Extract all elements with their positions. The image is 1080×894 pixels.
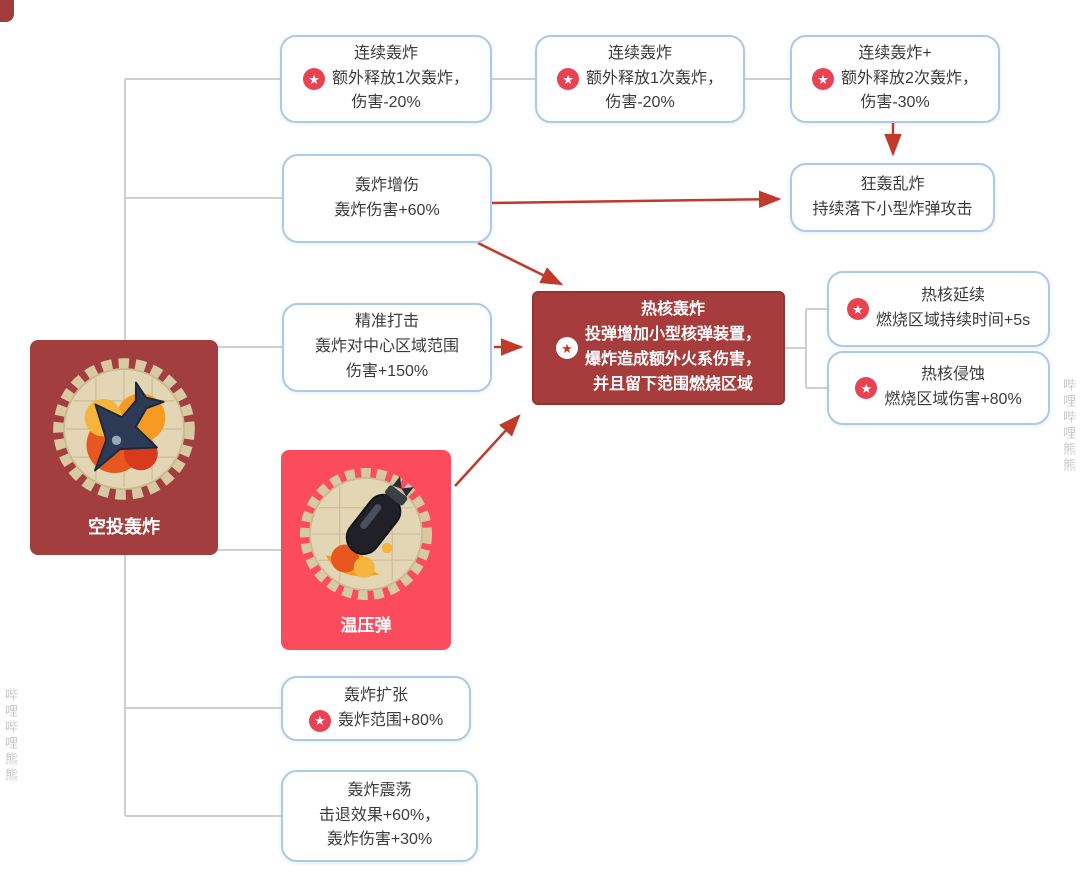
node-line: 持续落下小型炸弹攻击 xyxy=(812,200,973,218)
watermark-left: 哔哩哔哩熊熊 xyxy=(3,688,18,784)
node-title: 连续轰炸 xyxy=(607,44,672,62)
star-icon: ★ xyxy=(846,298,869,320)
node-line: 伤害-20% xyxy=(605,94,675,112)
thermobaric-bomb-label: 温压弹 xyxy=(340,616,392,635)
root-skill-card-airstrike: 空投轰炸 xyxy=(30,340,218,555)
skill-node-bombing-shock: 轰炸震荡 击退效果+60%， 轰炸伤害+30% xyxy=(281,770,478,862)
root-skill-label: 空投轰炸 xyxy=(88,517,160,537)
node-title: 精准打击 xyxy=(354,313,419,331)
skill-node-precision-strike: 精准打击 轰炸对中心区域范围 伤害+150% xyxy=(282,303,492,392)
corner-artifact xyxy=(0,0,14,22)
node-title: 热核延续 xyxy=(920,287,985,305)
node-line: 轰炸范围+80% xyxy=(337,711,444,729)
star-icon: ★ xyxy=(303,68,326,90)
node-line: 投弹增加小型核弹装置， xyxy=(584,326,761,344)
watermark-right: 哔哩哔哩熊熊 xyxy=(1061,378,1076,474)
node-line: 伤害+150% xyxy=(345,362,429,380)
skill-node-bombing-damage-up: 轰炸增伤 轰炸伤害+60% xyxy=(282,154,492,243)
node-line: 伤害-20% xyxy=(351,94,421,112)
node-line: 轰炸伤害+60% xyxy=(334,201,440,219)
star-icon: ★ xyxy=(812,68,835,90)
star-icon: ★ xyxy=(308,709,331,732)
node-title: 轰炸扩张 xyxy=(343,686,408,704)
skill-node-nuke-erosion: ★ 热核侵蚀 燃烧区域伤害+80% xyxy=(827,351,1050,425)
node-line: 击退效果+60%， xyxy=(318,806,441,824)
node-title: 热核侵蚀 xyxy=(920,366,985,384)
node-line: 额外释放1次轰炸， xyxy=(586,69,723,87)
node-line: 轰炸伤害+30% xyxy=(326,831,433,849)
node-title: 狂轰乱炸 xyxy=(860,175,925,193)
skill-node-wild-barrage: 狂轰乱炸 持续落下小型炸弹攻击 xyxy=(790,163,995,232)
thermobaric-bomb-icon xyxy=(296,464,436,604)
skill-node-chain-bombing-plus: 连续轰炸+ ★ 额外释放2次轰炸， 伤害-30% xyxy=(790,35,1000,123)
node-line: 燃烧区域持续时间+5s xyxy=(875,312,1031,329)
node-line: 轰炸对中心区域范围 xyxy=(314,338,459,356)
thermobaric-bomb-card: 温压弹 xyxy=(281,450,451,650)
node-line: 额外释放1次轰炸， xyxy=(332,69,469,87)
node-title: 连续轰炸 xyxy=(353,44,418,62)
skill-node-nuke-duration: ★ 热核延续 燃烧区域持续时间+5s xyxy=(827,271,1050,347)
skill-node-bombing-expansion: 轰炸扩张 ★ 轰炸范围+80% xyxy=(281,676,471,741)
node-title: 轰炸增伤 xyxy=(354,176,419,194)
node-line: 伤害-30% xyxy=(860,94,930,112)
node-title: 连续轰炸+ xyxy=(858,44,932,62)
node-line: 燃烧区域伤害+80% xyxy=(884,391,1022,408)
star-icon: ★ xyxy=(557,68,580,90)
star-icon: ★ xyxy=(555,337,578,359)
skill-node-thermonuclear-bombing: ★ 热核轰炸 投弹增加小型核弹装置， 爆炸造成额外火系伤害， 并且留下范围燃烧区… xyxy=(532,291,785,405)
star-icon: ★ xyxy=(855,377,878,399)
airstrike-icon xyxy=(49,354,199,504)
node-title: 热核轰炸 xyxy=(640,301,705,319)
skill-node-chain-bombing-1: 连续轰炸 ★ 额外释放1次轰炸， 伤害-20% xyxy=(280,35,492,123)
node-line: 额外释放2次轰炸， xyxy=(841,69,978,87)
skill-node-chain-bombing-2: 连续轰炸 ★ 额外释放1次轰炸， 伤害-20% xyxy=(535,35,745,123)
node-line: 并且留下范围燃烧区域 xyxy=(592,375,753,393)
node-line: 爆炸造成额外火系伤害， xyxy=(584,351,761,368)
node-title: 轰炸震荡 xyxy=(347,781,412,799)
